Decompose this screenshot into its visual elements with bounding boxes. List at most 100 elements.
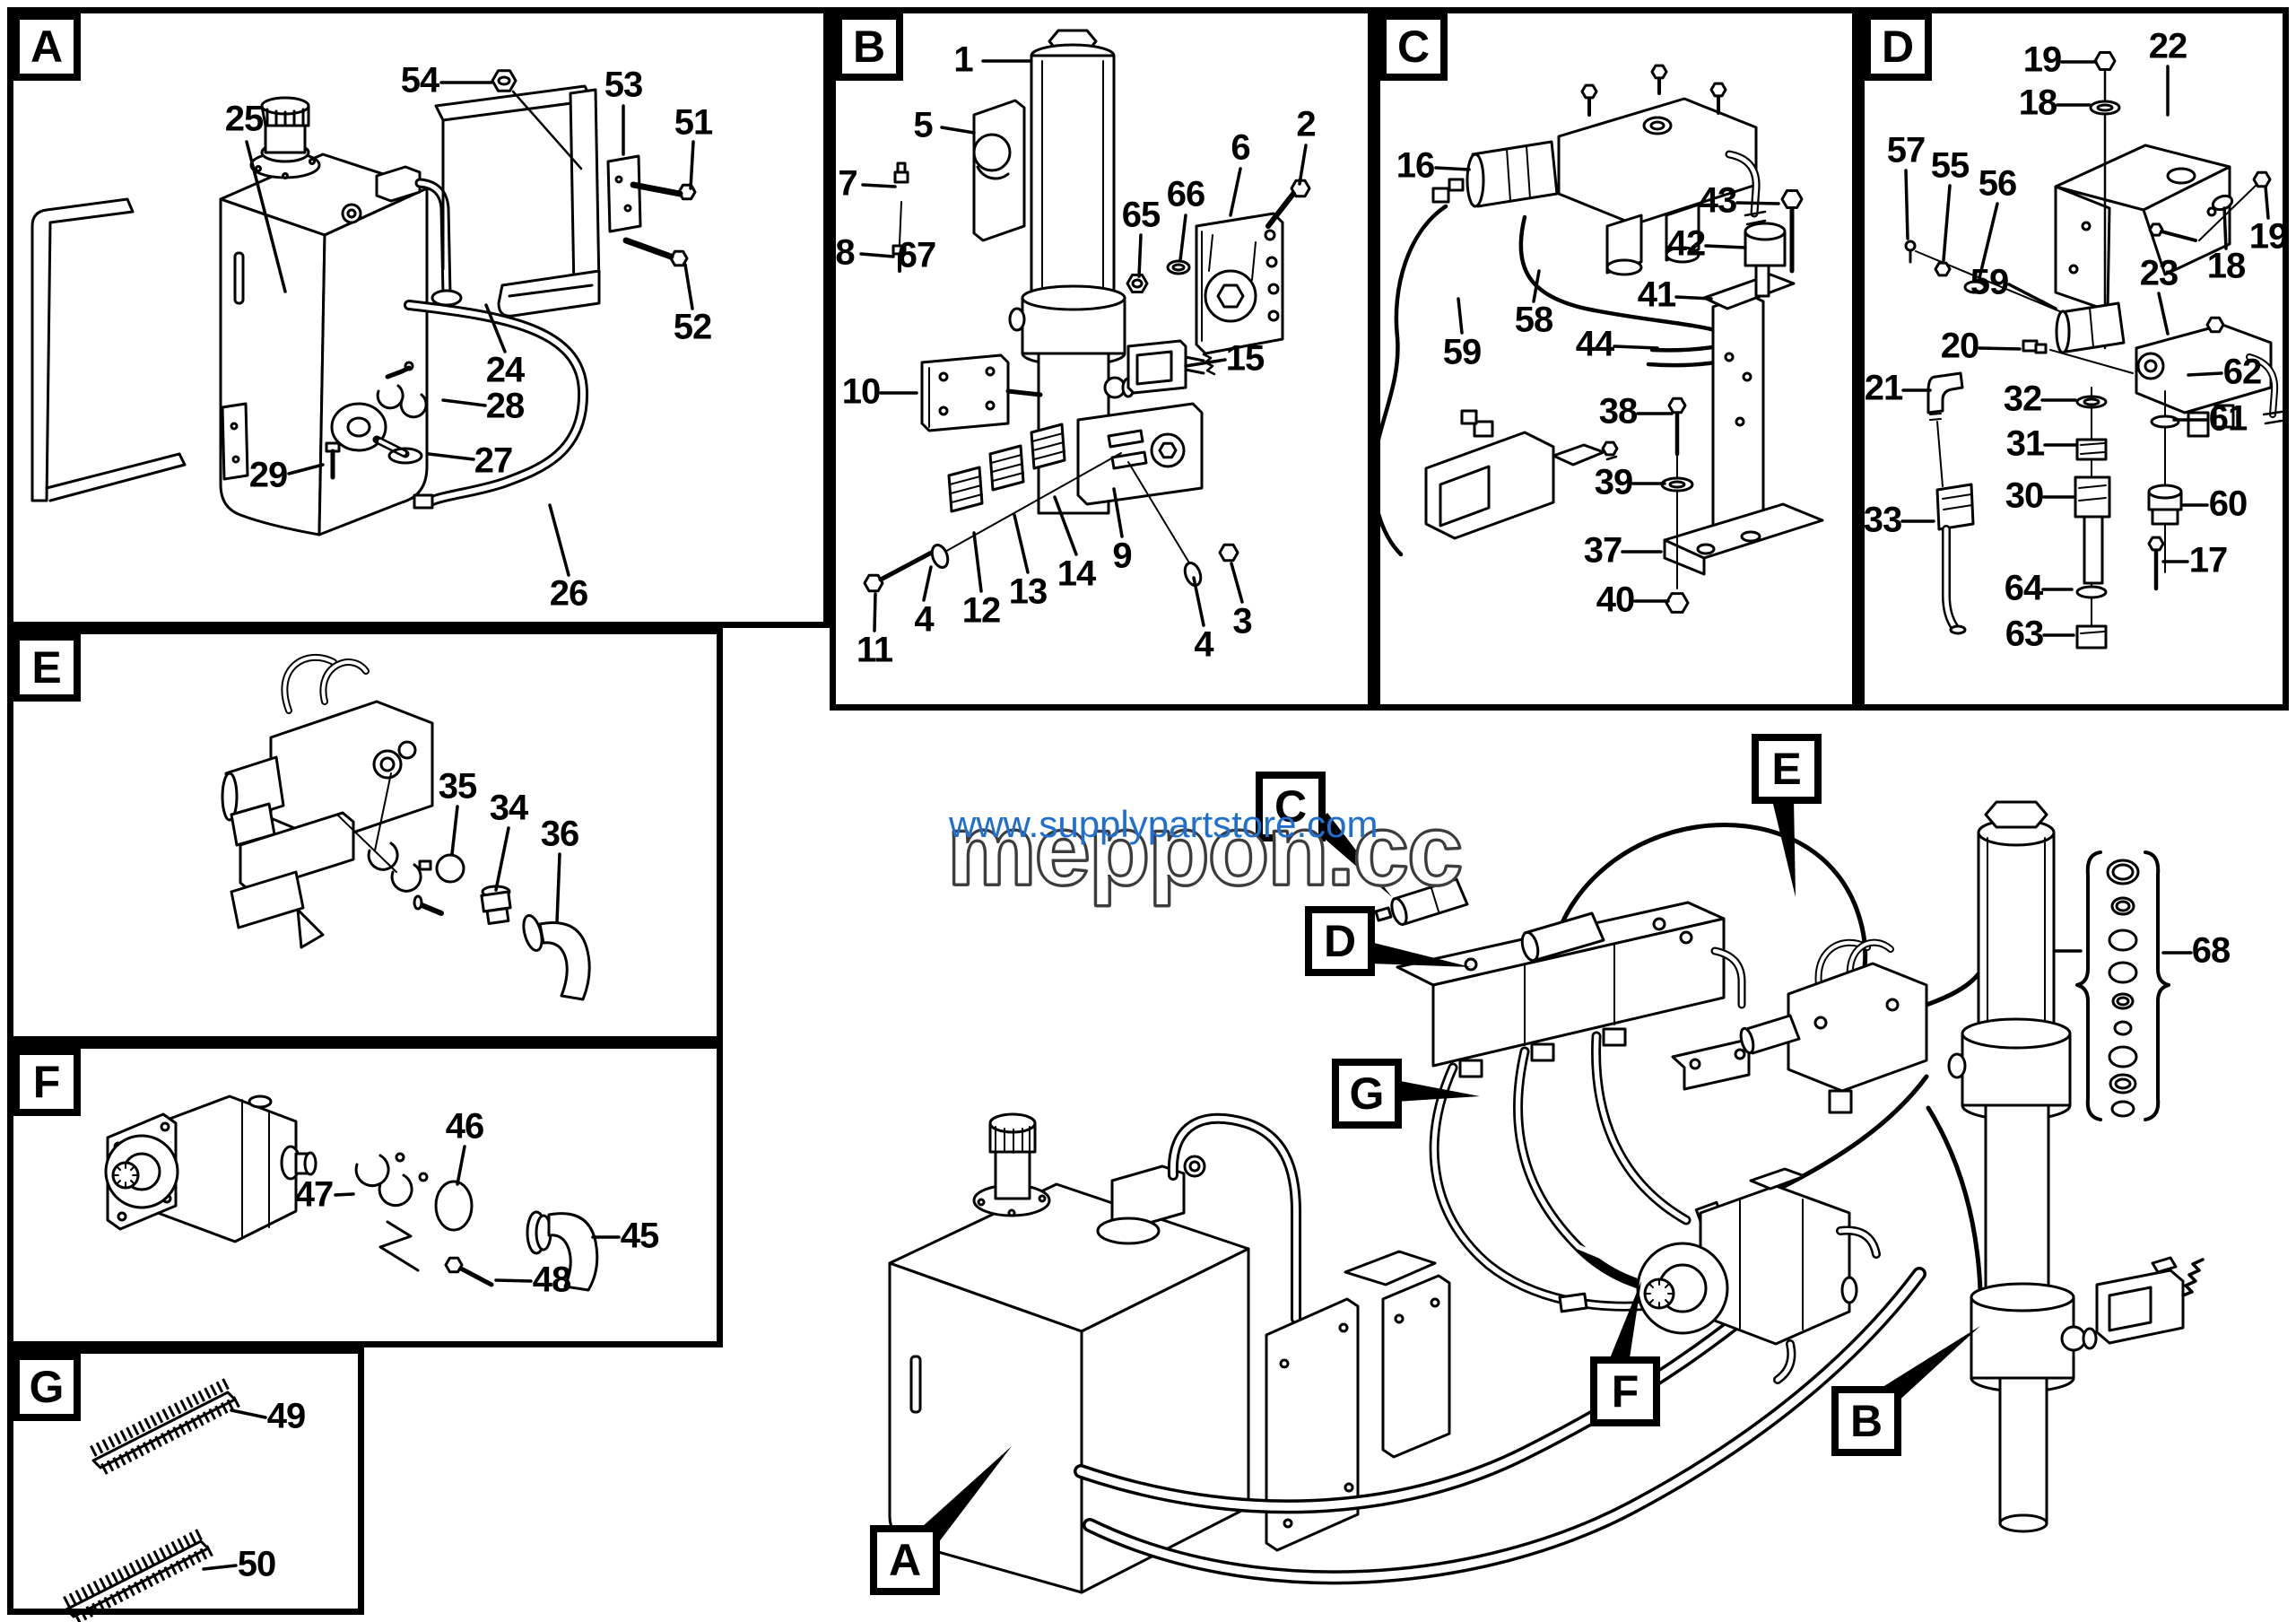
part-number-9: 9 (1112, 536, 1132, 576)
callout-arrow-C (1311, 813, 1392, 897)
leader-line (1298, 144, 1308, 186)
part-number-31: 31 (2005, 423, 2045, 464)
panel-d-frame (1858, 7, 2289, 711)
watermark-url-text: www.supplypartstore.com (949, 803, 1378, 845)
leader-line (555, 852, 561, 924)
part-number-39: 39 (1594, 462, 1633, 502)
part-number-51: 51 (674, 102, 713, 143)
leader-line (1230, 562, 1244, 604)
part-number-68: 68 (2191, 930, 2231, 971)
leader-line (494, 826, 510, 892)
part-number-46: 46 (445, 1106, 484, 1147)
leader-line (202, 1564, 238, 1571)
part-number-32: 32 (2003, 379, 2042, 419)
leader-line (1184, 358, 1227, 368)
callout-box-E: E (1752, 734, 1822, 804)
leader-line (1704, 244, 1747, 249)
part-number-50: 50 (237, 1544, 276, 1584)
part-number-41: 41 (1637, 275, 1676, 315)
part-number-27: 27 (474, 440, 513, 481)
part-number-29: 29 (248, 455, 288, 495)
leader-line (1978, 202, 1999, 280)
part-number-2: 2 (1296, 104, 1316, 144)
part-number-49: 49 (266, 1396, 306, 1436)
leader-line (683, 263, 694, 310)
part-number-56: 56 (1978, 163, 2017, 204)
part-number-37: 37 (1583, 530, 1622, 571)
part-number-17: 17 (2188, 540, 2228, 580)
panel-f-frame (7, 1042, 723, 1347)
leader-line (1178, 214, 1187, 262)
leader-line (1229, 167, 1242, 217)
leader-line (1904, 169, 1909, 240)
callout-arrow-D (1370, 942, 1471, 967)
part-number-57: 57 (1886, 130, 1926, 170)
callout-box-F: F (1590, 1356, 1660, 1426)
leader-line (972, 531, 983, 593)
panel-g-letter-label: G (13, 1353, 81, 1421)
panel-c-frame (1374, 7, 1858, 711)
leader-line (1735, 201, 1780, 205)
part-number-33: 33 (1863, 500, 1902, 540)
part-number-35: 35 (438, 766, 477, 807)
part-number-62: 62 (2222, 352, 2262, 392)
leader-line (1613, 344, 1659, 350)
part-number-18: 18 (2206, 246, 2246, 286)
leader-line (1457, 297, 1464, 335)
leader-line (2007, 283, 2057, 310)
part-number-19: 19 (2248, 216, 2288, 257)
part-number-52: 52 (673, 307, 712, 347)
leader-line (1053, 495, 1078, 556)
callout-box-C: C (1256, 772, 1326, 842)
callout-box-G: G (1332, 1059, 1402, 1129)
leader-line (861, 183, 897, 188)
panel-f-letter-label: F (13, 1048, 81, 1116)
part-number-12: 12 (961, 590, 1001, 631)
part-number-22: 22 (2148, 26, 2187, 66)
leader-line (548, 503, 570, 577)
part-number-1: 1 (953, 39, 973, 80)
leader-line (427, 452, 475, 461)
callout-arrow-A (922, 1446, 1012, 1543)
part-number-66: 66 (1166, 174, 1205, 214)
part-number-23: 23 (2139, 253, 2179, 293)
leader-line (1137, 233, 1143, 278)
panel-d-letter-label: D (1864, 13, 1932, 81)
callout-arrow-E (1772, 798, 1796, 897)
part-number-21: 21 (1864, 368, 1903, 408)
leader-line (1978, 346, 2022, 351)
part-number-3: 3 (1232, 601, 1252, 641)
leader-line (922, 565, 933, 602)
part-number-36: 36 (540, 814, 579, 854)
part-number-48: 48 (532, 1260, 571, 1300)
part-number-5: 5 (913, 105, 933, 145)
part-number-67: 67 (897, 235, 936, 275)
leader-line (873, 592, 877, 632)
part-number-65: 65 (1121, 195, 1161, 235)
part-number-40: 40 (1596, 580, 1635, 620)
part-number-4: 4 (914, 599, 934, 640)
part-number-11: 11 (856, 630, 893, 670)
leader-line (230, 1408, 267, 1419)
leader-line (494, 1278, 533, 1283)
part-number-44: 44 (1575, 324, 1614, 364)
leader-line (940, 126, 976, 135)
leader-line (441, 398, 487, 407)
part-number-45: 45 (620, 1216, 659, 1256)
part-number-54: 54 (400, 60, 439, 100)
part-number-10: 10 (841, 371, 881, 412)
panel-b-letter-label: B (835, 13, 903, 81)
watermark-outline-text: meppon.cc (945, 794, 1464, 906)
part-number-14: 14 (1057, 554, 1096, 594)
part-number-59: 59 (1970, 262, 2009, 302)
part-number-58: 58 (1514, 300, 1553, 340)
part-number-26: 26 (549, 573, 588, 614)
part-number-20: 20 (1940, 326, 1979, 366)
part-number-19: 19 (2022, 39, 2062, 80)
part-number-16: 16 (1396, 145, 1435, 186)
leader-line (689, 140, 695, 190)
callout-box-D: D (1305, 906, 1375, 976)
panel-g-frame (7, 1347, 364, 1615)
